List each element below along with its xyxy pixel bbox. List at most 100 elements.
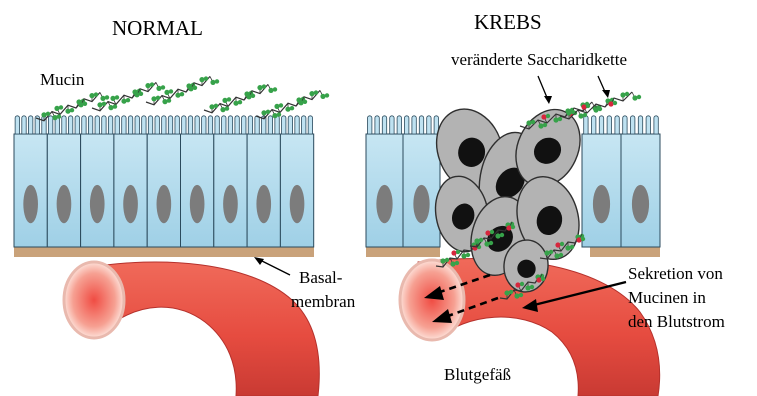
sugar-residue <box>126 98 130 102</box>
sugar-residue <box>246 94 251 99</box>
sugar-residue <box>105 95 109 99</box>
altered-sugar <box>451 250 456 255</box>
microvilli-tips <box>148 116 179 134</box>
sugar-residue <box>52 115 57 120</box>
sugar-residue <box>583 113 587 117</box>
sugar-residue <box>161 85 165 89</box>
sugar-residue <box>175 93 180 98</box>
cancer-basement-left <box>366 247 440 257</box>
altered-sugar <box>536 277 541 282</box>
microvilli-tips <box>15 116 46 134</box>
sugar-residue <box>113 104 117 108</box>
cancer-basement-right <box>590 247 660 257</box>
sugar-residue <box>490 230 494 234</box>
sugar-residue <box>565 245 570 250</box>
sugar-residue <box>210 80 215 85</box>
cell-nucleus <box>632 185 649 223</box>
sugar-residue <box>554 253 559 258</box>
sugar-residue <box>145 83 150 88</box>
sugar-residue <box>139 92 143 96</box>
sugar-residue <box>298 100 303 105</box>
sugar-residue <box>225 106 229 110</box>
sugar-residue <box>266 110 270 114</box>
sugar-residue <box>519 293 523 297</box>
sugar-residue <box>544 250 549 255</box>
normal-epithelium <box>14 116 314 247</box>
sugar-residue <box>54 106 59 111</box>
sugar-residue <box>233 101 238 106</box>
sugar-residue <box>541 277 545 281</box>
saccharide-arrow-2-head <box>602 90 610 98</box>
sugar-residue <box>620 92 625 97</box>
sugar-residue <box>261 110 266 115</box>
sugar-residue <box>227 97 231 101</box>
cell-nucleus <box>376 185 392 223</box>
sugar-residue <box>314 90 318 94</box>
microvilli-tips <box>115 116 146 134</box>
sugar-residue <box>500 233 504 237</box>
sugar-residue <box>115 95 119 99</box>
normal-basement-membrane <box>14 247 314 257</box>
normal-panel <box>14 76 329 396</box>
sugar-residue <box>455 261 459 265</box>
sugar-residue <box>484 241 489 246</box>
cell-nucleus <box>23 185 38 223</box>
sugar-residue <box>151 96 156 101</box>
sugar-residue <box>566 110 571 115</box>
sugar-residue <box>525 285 530 290</box>
cell-nucleus <box>223 185 238 223</box>
sugar-residue <box>514 293 519 298</box>
sugar-residue <box>530 285 534 289</box>
cell-nucleus <box>57 185 72 223</box>
sugar-residue <box>320 94 325 99</box>
saccharide-label: veränderte Saccharidkette <box>451 50 627 70</box>
sugar-residue <box>274 104 279 109</box>
sugar-residue <box>41 112 46 117</box>
sugar-residue <box>70 108 74 112</box>
altered-sugar <box>506 225 511 230</box>
sugar-residue <box>461 253 466 258</box>
sugar-residue <box>57 114 61 118</box>
sugar-residue <box>162 99 167 104</box>
cell-nucleus <box>90 185 105 223</box>
cancer-epithelium-right <box>582 116 660 247</box>
sugar-residue <box>78 102 83 107</box>
basement-arrow <box>258 259 290 275</box>
sugar-residue <box>637 95 641 99</box>
sugar-residue <box>531 120 535 124</box>
cell-nucleus <box>123 185 138 223</box>
sugar-residue <box>268 88 273 93</box>
altered-sugar <box>555 242 560 247</box>
sugar-residue <box>279 103 283 107</box>
sugar-residue <box>450 261 455 266</box>
sugar-residue <box>94 92 98 96</box>
sugar-residue <box>560 242 564 246</box>
secretion-label-line1: Sekretion von <box>628 264 723 284</box>
sugar-residue <box>520 282 524 286</box>
sugar-residue <box>134 92 139 97</box>
sugar-residue <box>180 92 184 96</box>
sugar-residue <box>285 107 290 112</box>
sugar-residue <box>204 76 208 80</box>
secretion-label-line3: den Blutstrom <box>628 312 725 332</box>
altered-sugar <box>608 101 613 106</box>
sugar-residue <box>445 258 449 262</box>
sugar-residue <box>456 250 460 254</box>
microvilli-tips <box>82 116 113 134</box>
microvilli-tips <box>584 116 620 134</box>
sugar-residue <box>222 98 227 103</box>
sugar-residue <box>262 84 266 88</box>
sugar-residue <box>581 237 585 241</box>
sugar-residue <box>193 86 197 90</box>
sugar-residue <box>59 105 63 109</box>
sugar-residue <box>543 123 547 127</box>
microvilli-tips <box>215 116 246 134</box>
sugar-residue <box>156 86 161 91</box>
sugar-residue <box>164 90 169 95</box>
sugar-residue <box>559 253 563 257</box>
sugar-residue <box>546 114 550 118</box>
cell-nucleus <box>413 185 429 223</box>
sugar-residue <box>169 89 173 93</box>
microvilli-tips <box>405 116 439 134</box>
